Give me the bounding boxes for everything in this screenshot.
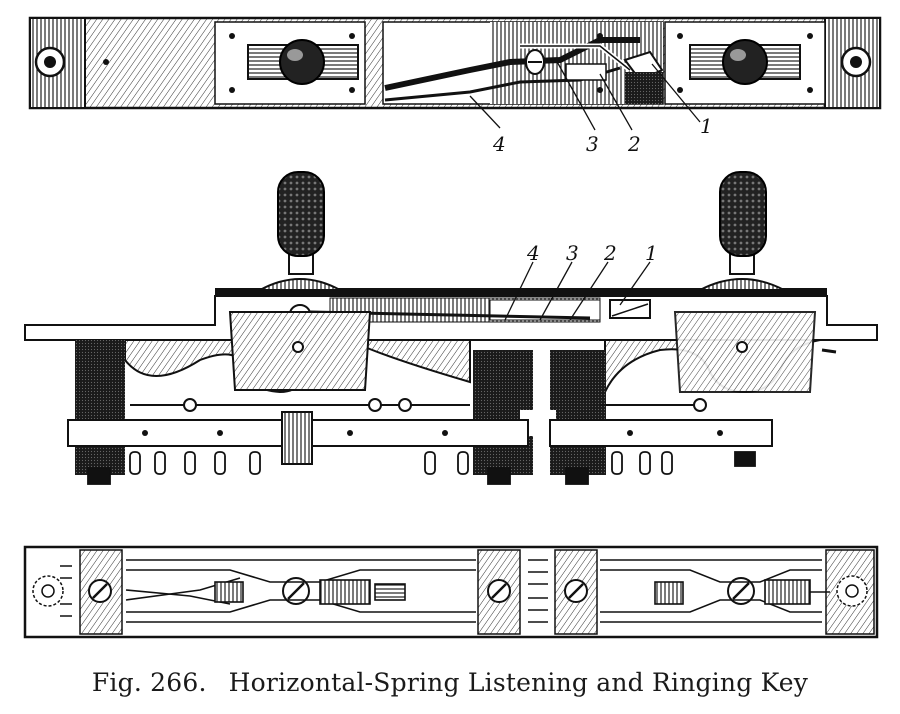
insulator-left — [75, 340, 125, 475]
bottom-spring-bay-right — [600, 559, 830, 623]
right-key-knob-icon — [722, 39, 768, 85]
bottom-spring-bay-left — [125, 559, 476, 623]
contact-spring-bars — [67, 398, 773, 465]
figure-title: Horizontal-Spring Listening and Ringing … — [228, 668, 809, 697]
top-callout-2: 2 — [627, 132, 641, 156]
bottom-view — [23, 545, 879, 639]
figure-caption: Fig. 266. Horizontal-Spring Listening and… — [0, 668, 900, 697]
top-callout-4: 4 — [492, 132, 506, 156]
side-callout-2: 2 — [603, 241, 617, 265]
side-view: 4 3 2 1 — [24, 171, 878, 485]
figure-number: Fig. 266. — [91, 668, 207, 697]
top-view: 4 3 2 1 — [28, 16, 882, 156]
top-callout-1: 1 — [700, 114, 713, 138]
bottom-screws — [88, 577, 755, 605]
side-callout-4: 4 — [526, 241, 540, 265]
side-callout-1: 1 — [645, 241, 658, 265]
left-knurled-handle — [259, 171, 341, 291]
top-callout-3: 3 — [586, 132, 599, 156]
solder-terminals — [87, 451, 756, 485]
right-knurled-handle — [699, 171, 785, 291]
spring-2-tip — [565, 63, 607, 81]
side-callout-3: 3 — [566, 241, 579, 265]
left-key-knob-icon — [279, 39, 325, 85]
side-top-plate — [215, 288, 827, 296]
insulator-centre-right — [550, 350, 606, 475]
